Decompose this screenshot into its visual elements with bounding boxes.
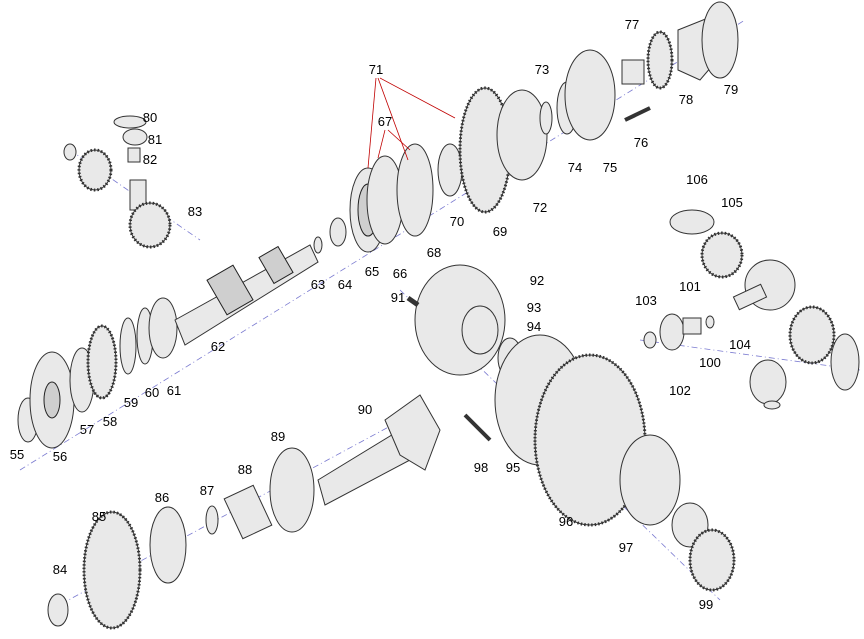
part-label-84: 84 <box>53 562 67 577</box>
part-label-82: 82 <box>143 152 157 167</box>
part-label-67: 67 <box>378 114 392 129</box>
upper-shaft-assembly <box>17 1 739 449</box>
part-label-86: 86 <box>155 490 169 505</box>
part-label-93: 93 <box>527 300 541 315</box>
part-label-85: 85 <box>92 509 106 524</box>
part-label-61: 61 <box>167 383 181 398</box>
lower-shaft-assembly <box>47 394 441 630</box>
part-label-88: 88 <box>238 462 252 477</box>
part-label-90: 90 <box>358 402 372 417</box>
part-label-75: 75 <box>603 160 617 175</box>
part-label-72: 72 <box>533 200 547 215</box>
part-label-83: 83 <box>188 204 202 219</box>
part-label-68: 68 <box>427 245 441 260</box>
part-label-81: 81 <box>148 132 162 147</box>
part-label-64: 64 <box>338 277 352 292</box>
part-label-77: 77 <box>625 17 639 32</box>
part-label-89: 89 <box>271 429 285 444</box>
part-label-74: 74 <box>568 160 582 175</box>
part-label-104: 104 <box>729 337 751 352</box>
part-number-labels: 71 67 73 77 79 78 80 81 82 83 74 75 76 70 69 72 68 65 66 63… <box>10 17 751 612</box>
part-label-95: 95 <box>506 460 520 475</box>
part-label-73: 73 <box>535 62 549 77</box>
part-label-80: 80 <box>143 110 157 125</box>
part-label-63: 63 <box>311 277 325 292</box>
differential-assembly <box>406 264 736 592</box>
part-label-62: 62 <box>211 339 225 354</box>
part-label-87: 87 <box>200 483 214 498</box>
part-label-100: 100 <box>699 355 721 370</box>
spider-gear-assembly-left <box>63 115 172 249</box>
part-label-56: 56 <box>53 449 67 464</box>
part-label-94: 94 <box>527 319 541 334</box>
part-label-91: 91 <box>391 290 405 305</box>
part-label-99: 99 <box>699 597 713 612</box>
spider-gear-assembly-right <box>643 209 860 410</box>
part-label-58: 58 <box>103 414 117 429</box>
part-label-55: 55 <box>10 447 24 462</box>
part-label-97: 97 <box>619 540 633 555</box>
part-label-71: 71 <box>369 62 383 77</box>
part-label-76: 76 <box>634 135 648 150</box>
leader-lines <box>367 77 456 169</box>
part-label-102: 102 <box>669 383 691 398</box>
part-label-105: 105 <box>721 195 743 210</box>
part-label-78: 78 <box>679 92 693 107</box>
part-label-57: 57 <box>80 422 94 437</box>
part-label-69: 69 <box>493 224 507 239</box>
part-label-92: 92 <box>530 273 544 288</box>
part-label-70: 70 <box>450 214 464 229</box>
part-label-96: 96 <box>559 514 573 529</box>
part-label-65: 65 <box>365 264 379 279</box>
part-label-79: 79 <box>724 82 738 97</box>
part-label-106: 106 <box>686 172 708 187</box>
part-label-101: 101 <box>679 279 701 294</box>
part-label-103: 103 <box>635 293 657 308</box>
part-label-98: 98 <box>474 460 488 475</box>
part-label-60: 60 <box>145 385 159 400</box>
part-label-66: 66 <box>393 266 407 281</box>
part-label-59: 59 <box>124 395 138 410</box>
